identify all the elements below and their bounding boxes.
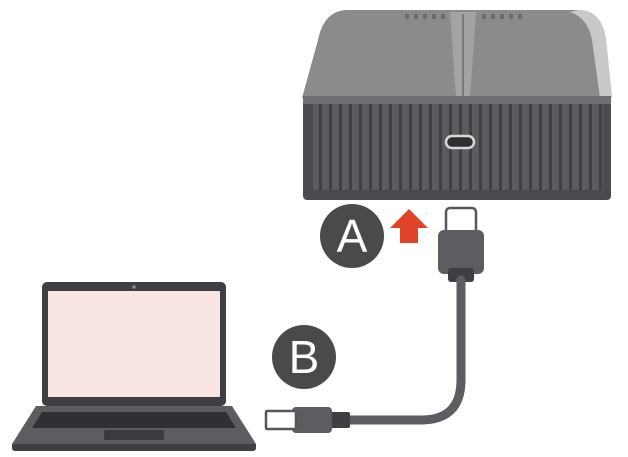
usb-cable bbox=[343, 275, 466, 425]
usb-c-port-icon bbox=[444, 134, 476, 150]
usb-a-plug-icon bbox=[264, 407, 350, 433]
step-a-badge: A bbox=[320, 204, 384, 268]
step-b-label: B bbox=[289, 331, 320, 383]
laptop-icon bbox=[12, 282, 256, 451]
arrow-up-icon bbox=[390, 209, 428, 243]
step-a-label: A bbox=[337, 210, 368, 262]
usb-c-plug-icon bbox=[438, 206, 484, 282]
external-drive-icon bbox=[302, 10, 612, 200]
laptop-screen bbox=[48, 291, 220, 397]
step-b-badge: B bbox=[272, 325, 336, 389]
